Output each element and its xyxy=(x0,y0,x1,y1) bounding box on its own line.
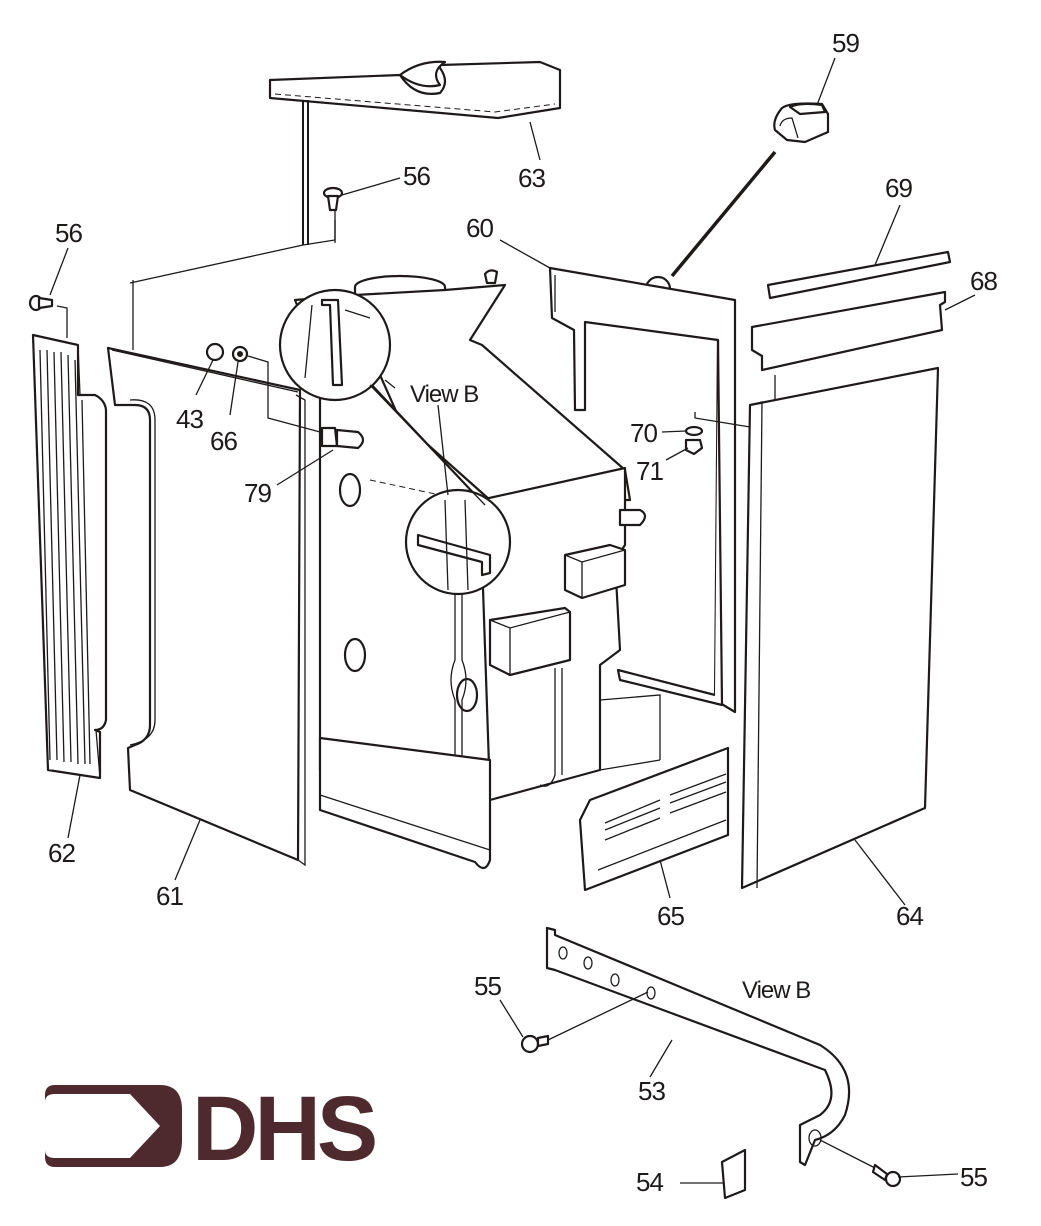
view-b-label-main: View B xyxy=(410,381,478,408)
callout-55-right: 55 xyxy=(960,1162,987,1192)
callout-63: 63 xyxy=(518,163,545,193)
top-channel-68 xyxy=(750,290,947,372)
trim-strip-69 xyxy=(766,250,952,300)
rear-panel-60 xyxy=(548,266,737,714)
logo-arrow-icon xyxy=(45,1085,182,1167)
callout-65: 65 xyxy=(657,901,684,931)
callout-53: 53 xyxy=(638,1076,665,1106)
callout-69: 69 xyxy=(885,173,912,203)
bracket-53 xyxy=(545,926,851,1167)
clip-59 xyxy=(773,102,830,144)
view-b-label-detail: View B xyxy=(742,977,810,1004)
callout-66: 66 xyxy=(210,426,237,456)
left-side-panel-61 xyxy=(106,346,306,867)
logo-text: DHS xyxy=(192,1078,375,1180)
stud-56-left xyxy=(28,294,68,338)
top-panel-63 xyxy=(268,60,562,120)
callout-55-left: 55 xyxy=(474,971,501,1001)
view-b-detail-lower xyxy=(404,488,512,596)
callout-56-left: 56 xyxy=(55,218,82,248)
callout-79: 79 xyxy=(244,478,271,508)
callout-61: 61 xyxy=(156,881,183,911)
stud-56-top xyxy=(322,186,344,243)
callout-64: 64 xyxy=(896,901,923,931)
callout-62: 62 xyxy=(48,838,75,868)
right-side-panel-64 xyxy=(740,366,940,890)
grille-panel-62 xyxy=(31,333,108,780)
callout-70: 70 xyxy=(630,418,657,448)
dhs-logo: DHS xyxy=(45,1078,379,1180)
callout-54: 54 xyxy=(636,1167,663,1197)
callout-60: 60 xyxy=(466,213,493,243)
fixings-70-71 xyxy=(684,412,751,456)
screw-55-right xyxy=(819,1139,902,1188)
callout-43: 43 xyxy=(176,404,203,434)
screw-55-left xyxy=(520,991,649,1054)
callout-71: 71 xyxy=(636,456,663,486)
view-b-detail-top xyxy=(278,288,392,402)
callout-68: 68 xyxy=(970,266,997,296)
callout-56-top: 56 xyxy=(403,161,430,191)
lower-louvre-panel-65 xyxy=(578,746,730,892)
spire-clip-54 xyxy=(720,1148,747,1200)
fixings-43-66-79 xyxy=(205,342,365,450)
callout-59: 59 xyxy=(832,28,859,58)
